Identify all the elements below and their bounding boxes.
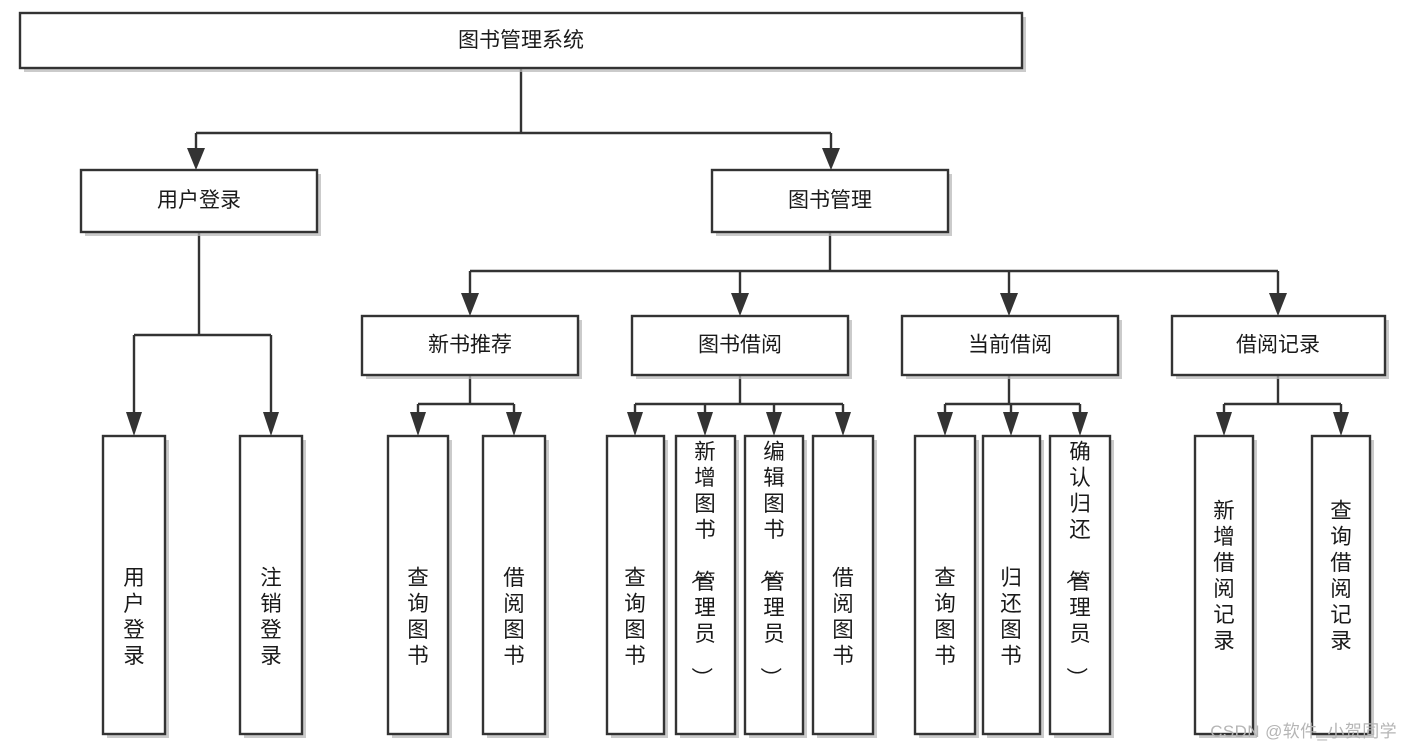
leaf-borrow-book-box [811,434,875,736]
leaf-user-logout-label: 注销登录 [260,566,282,668]
leaf-confirm-return-box [1048,434,1112,736]
arrowhead-book-borrow [731,293,749,316]
node-leaf-query-book-rec[interactable]: 查询图书 [386,434,452,738]
leaf-query-book-box [605,434,666,736]
arrowhead-current-borrow [1000,293,1018,316]
book-manage-box [710,168,950,234]
node-book-manage[interactable]: 图书管理 [710,168,952,236]
node-leaf-edit-book[interactable]: 编辑图书（管理员） [743,434,807,738]
node-leaf-add-book[interactable]: 新增图书（管理员） [674,434,739,738]
arrowhead-leaf-borrow-book-rec [506,412,522,436]
leaf-confirm-return-label: 确认归还（管理员） [1064,440,1091,689]
node-leaf-query-record[interactable]: 查询借阅记录 [1310,434,1374,738]
connector-layer [126,68,1349,436]
user-login-box [79,168,319,234]
leaf-add-record-box [1193,434,1255,736]
leaf-add-book-label: 新增图书（管理员） [689,440,716,689]
node-borrow-record[interactable]: 借阅记录 [1170,314,1389,379]
book-borrow-box [630,314,850,377]
node-leaf-add-record[interactable]: 新增借阅记录 [1193,434,1257,738]
leaf-query-book-cur-label: 查询图书 [934,566,956,668]
node-leaf-return-book[interactable]: 归还图书 [981,434,1044,738]
leaf-borrow-book-label: 借阅图书 [832,566,854,668]
node-current-borrow[interactable]: 当前借阅 [900,314,1122,379]
leaf-return-book-label: 归还图书 [1000,566,1022,668]
leaf-return-book-box [981,434,1042,736]
node-leaf-borrow-book-rec[interactable]: 借阅图书 [481,434,549,738]
arrowhead-leaf-confirm-return [1072,412,1088,436]
leaf-borrow-book-rec-box [481,434,547,736]
leaf-query-book-rec-label: 查询图书 [407,566,429,668]
user-login-label: 用户登录 [157,189,241,212]
node-user-login[interactable]: 用户登录 [79,168,321,236]
new-book-rec-label: 新书推荐 [428,334,512,357]
node-leaf-confirm-return[interactable]: 确认归还（管理员） [1048,434,1114,738]
root-label: 图书管理系统 [458,29,584,52]
node-new-book-rec[interactable]: 新书推荐 [360,314,582,379]
csdn-watermark: CSDN @软件_小贺同学 [1210,722,1397,741]
book-borrow-label: 图书借阅 [698,334,782,357]
current-borrow-label: 当前借阅 [968,334,1052,357]
leaf-add-book-box [674,434,737,736]
arrowhead-leaf-user-logout [263,412,279,436]
arrowhead-leaf-add-book [697,412,713,436]
node-layer: 图书管理系统 用户登录 图书管理 新书推荐 [18,11,1389,738]
arrowhead-leaf-query-book-rec [410,412,426,436]
node-leaf-user-logout[interactable]: 注销登录 [238,434,306,738]
new-book-rec-box [360,314,580,377]
node-leaf-user-login[interactable]: 用户登录 [101,434,169,738]
arrowhead-leaf-query-book-cur [937,412,953,436]
arrowhead-leaf-borrow-book [835,412,851,436]
current-borrow-box [900,314,1120,377]
node-leaf-query-book[interactable]: 查询图书 [605,434,668,738]
leaf-user-login-label: 用户登录 [123,566,145,668]
leaf-user-login-box [101,434,167,736]
leaf-user-logout-box [238,434,304,736]
root-box [18,11,1024,70]
node-leaf-borrow-book[interactable]: 借阅图书 [811,434,877,738]
arrowhead-leaf-user-login [126,412,142,436]
leaf-query-record-label: 查询借阅记录 [1330,499,1352,653]
borrow-record-label: 借阅记录 [1236,334,1320,357]
arrowhead-leaf-add-record [1216,412,1232,436]
arrowhead-leaf-edit-book [766,412,782,436]
arrowhead-leaf-query-record [1333,412,1349,436]
book-manage-label: 图书管理 [788,189,872,212]
leaf-query-book-label: 查询图书 [624,566,646,668]
arrowhead-book-manage [822,148,840,170]
borrow-record-box [1170,314,1387,377]
leaf-query-book-rec-box [386,434,450,736]
node-book-borrow[interactable]: 图书借阅 [630,314,852,379]
leaf-add-record-label: 新增借阅记录 [1213,499,1235,653]
arrowhead-user-login [187,148,205,170]
arrowhead-new-book-rec [461,293,479,316]
leaf-borrow-book-rec-label: 借阅图书 [503,566,525,668]
leaf-query-book-cur-box [913,434,977,736]
node-leaf-query-book-cur[interactable]: 查询图书 [913,434,979,738]
arrowhead-borrow-record [1269,293,1287,316]
leaf-query-record-box [1310,434,1372,736]
arrowhead-leaf-query-book [627,412,643,436]
leaf-edit-book-label: 编辑图书（管理员） [758,440,785,689]
node-root[interactable]: 图书管理系统 [18,11,1026,72]
arrowhead-leaf-return-book [1003,412,1019,436]
leaf-edit-book-box [743,434,805,736]
